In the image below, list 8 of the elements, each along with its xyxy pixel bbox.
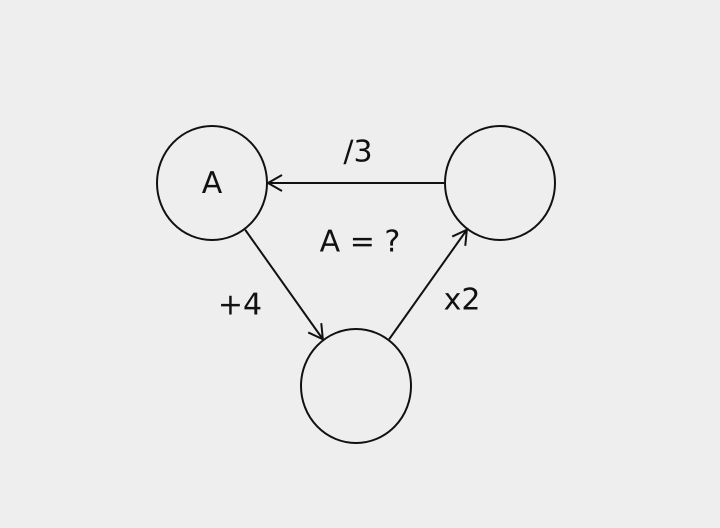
node-label: A [202,166,222,200]
arrow [388,228,468,340]
arrow [244,229,324,340]
question-text: A = ? [320,226,400,258]
circle-node [444,125,556,241]
arrow [267,174,444,192]
circle-node [156,125,268,241]
circle-node [300,328,412,444]
